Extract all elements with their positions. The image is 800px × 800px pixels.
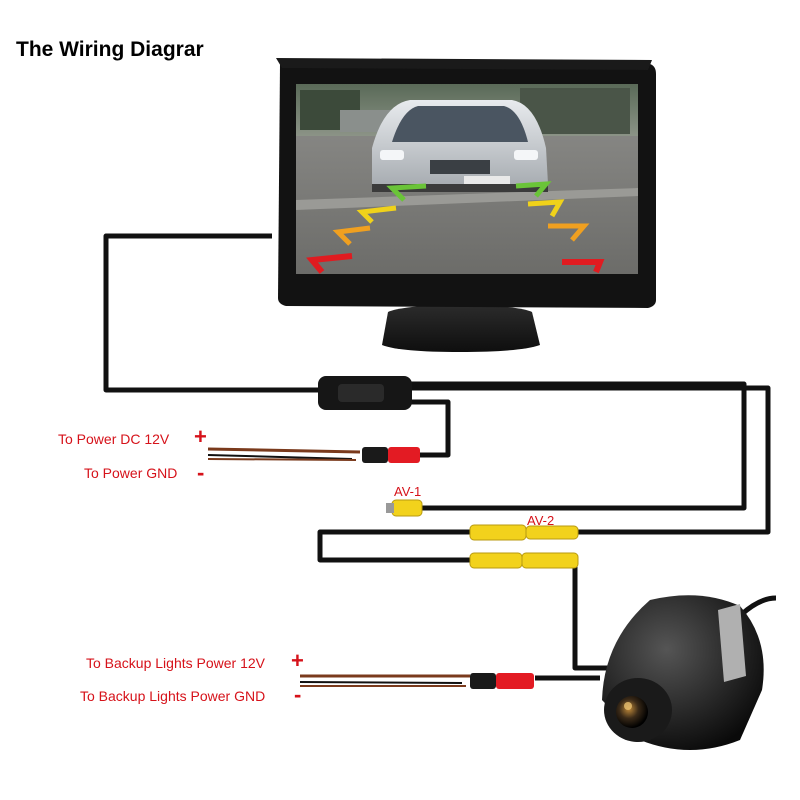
label-backup-power: To Backup Lights Power 12V bbox=[86, 655, 265, 671]
camera-dc-plug bbox=[470, 673, 496, 689]
monitor-sunshade bbox=[276, 58, 652, 70]
label-power-gnd: To Power GND bbox=[84, 465, 178, 481]
monitor-power-leads bbox=[207, 447, 420, 463]
av1-connector bbox=[386, 499, 423, 517]
camera-lens bbox=[616, 696, 648, 728]
camera-dc-jack-red bbox=[496, 673, 534, 689]
monitor bbox=[276, 58, 656, 352]
label-backup-gnd: To Backup Lights Power GND bbox=[80, 688, 266, 704]
minus-sign-power: - bbox=[197, 460, 205, 485]
plus-sign-backup: + bbox=[291, 648, 304, 673]
av2-connector-upper bbox=[469, 524, 579, 541]
label-av2: AV-2 bbox=[527, 513, 555, 528]
dc-jack-red bbox=[388, 447, 420, 463]
power-wire-loop bbox=[410, 399, 451, 458]
label-power-dc: To Power DC 12V bbox=[58, 431, 170, 447]
monitor-stand bbox=[382, 304, 540, 352]
minus-sign-backup: - bbox=[294, 682, 302, 707]
av1-wire bbox=[410, 381, 747, 511]
plus-sign-power: + bbox=[194, 424, 207, 449]
monitor-output-wire bbox=[103, 233, 320, 393]
camera-tail-cable bbox=[740, 595, 777, 616]
camera-video-wire bbox=[572, 560, 610, 671]
rear-camera bbox=[602, 595, 764, 750]
monitor-screen bbox=[296, 84, 638, 274]
label-av1: AV-1 bbox=[394, 484, 422, 499]
av2-connector-lower bbox=[469, 552, 579, 569]
diagram-title: The Wiring Diagrar bbox=[16, 38, 204, 61]
dc-plug bbox=[362, 447, 388, 463]
camera-power-leads bbox=[299, 673, 534, 689]
